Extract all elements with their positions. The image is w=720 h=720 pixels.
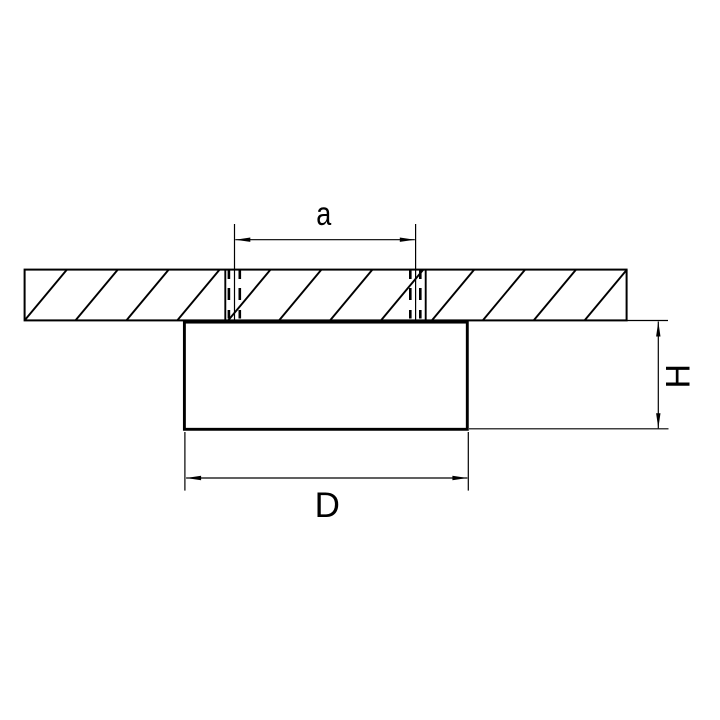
svg-text:a: a [316,195,332,232]
svg-text:H: H [659,364,697,389]
svg-text:D: D [315,486,340,525]
